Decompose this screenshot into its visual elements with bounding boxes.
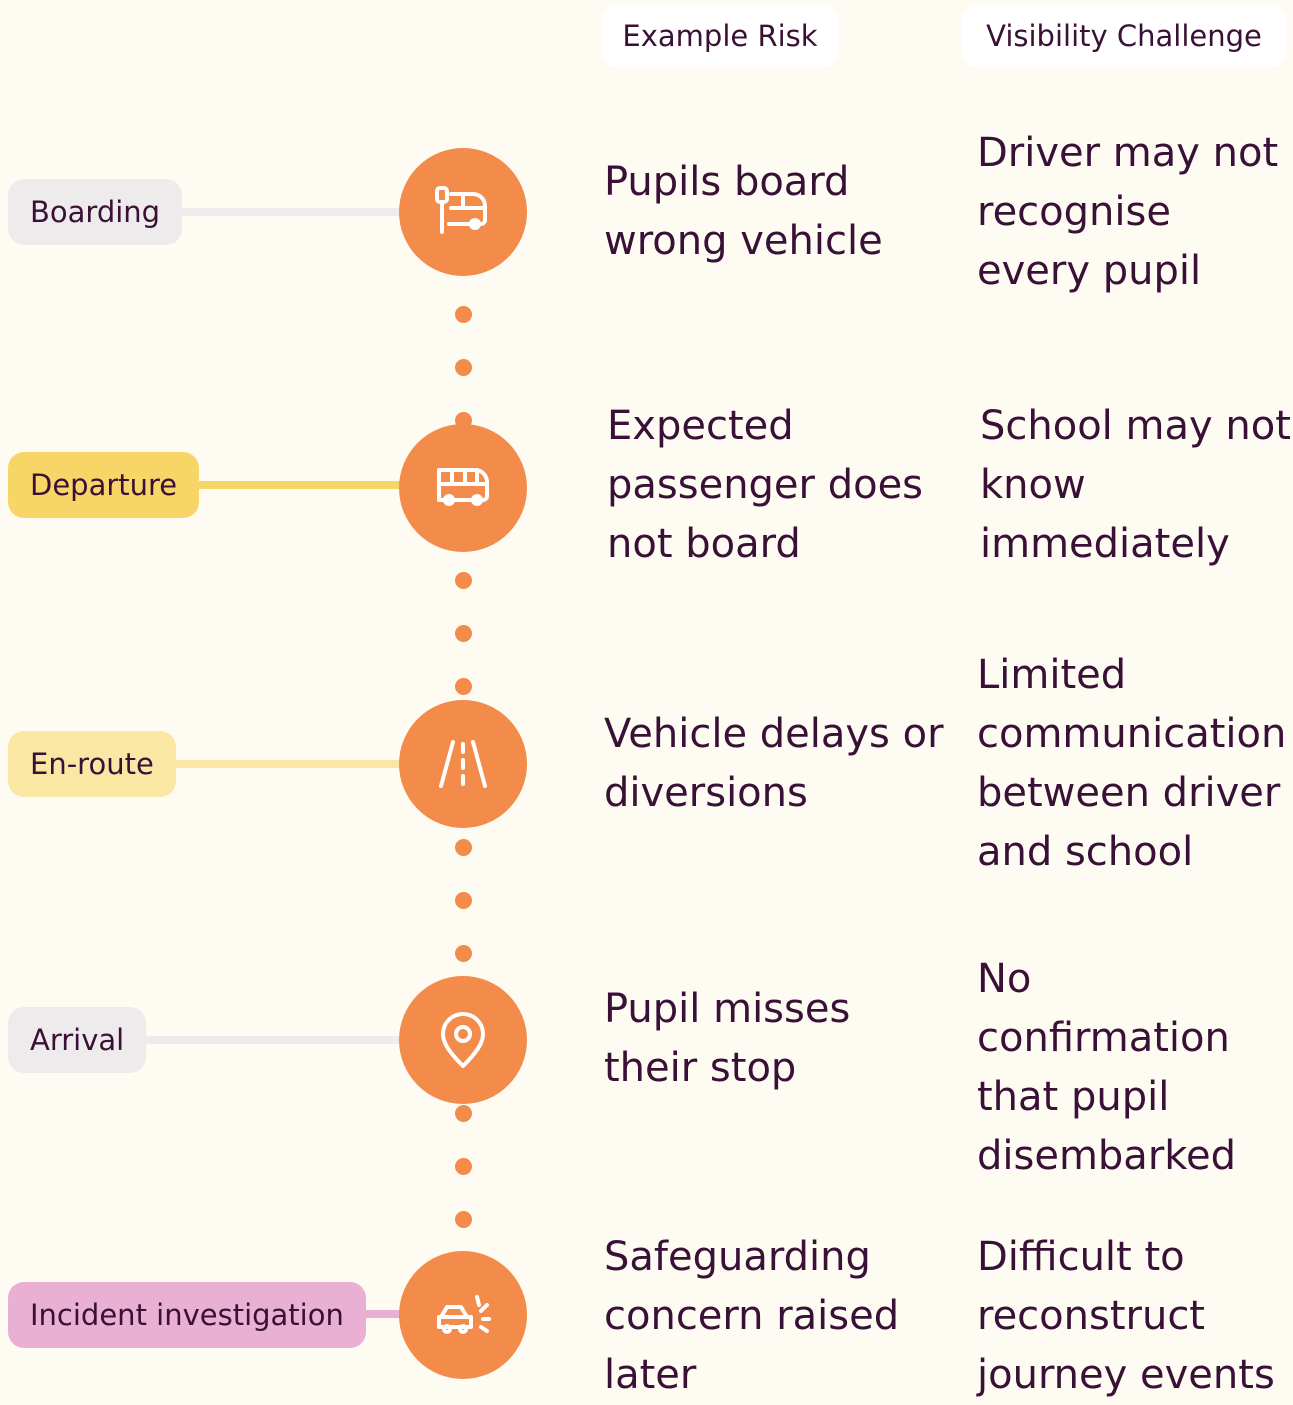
stage-pill-incident-investigation: Incident investigation: [8, 1282, 366, 1348]
challenge-boarding: Driver may not recognise every pupil: [977, 130, 1279, 294]
bus-stop-icon: [435, 186, 487, 234]
stage-pill-en-route: En-route: [8, 731, 176, 797]
car-crash-icon: [437, 1295, 491, 1334]
incident-node: [399, 1251, 527, 1379]
timeline-dot: [455, 1105, 472, 1122]
challenge-arrival: No confirmation that pupil disembarked: [977, 956, 1237, 1179]
road-icon: [439, 740, 487, 788]
risk-arrival: Pupil misses their stop: [604, 986, 851, 1091]
risk-incident: Safeguarding concern raised later: [604, 1234, 900, 1398]
timeline-dot: [455, 359, 472, 376]
example-risk-header: Example Risk: [601, 5, 839, 67]
risk-en-route: Vehicle delays or diversions: [604, 711, 944, 816]
stage-pill-boarding: Boarding: [8, 179, 183, 245]
arrival-node: [399, 976, 527, 1104]
timeline-dot: [455, 306, 472, 323]
connector-en-route: [175, 760, 405, 768]
timeline-dot: [455, 945, 472, 962]
connector-departure: [195, 481, 405, 489]
visibility-challenge-header: Visibility Challenge: [961, 5, 1287, 67]
connector-arrival: [145, 1036, 405, 1044]
connector-incident: [358, 1310, 405, 1318]
timeline-dot: [455, 1158, 472, 1175]
timeline-dot: [455, 678, 472, 695]
timeline-dot: [455, 892, 472, 909]
risk-boarding: Pupils board wrong vehicle: [604, 159, 883, 264]
timeline-dot: [455, 572, 472, 589]
stage-pill-arrival: Arrival: [8, 1007, 147, 1073]
en-route-node: [399, 700, 527, 828]
departure-node: [399, 424, 527, 552]
challenge-en-route: Limited communication between driver and…: [977, 652, 1287, 875]
challenge-incident: Difficult to reconstruct journey events: [977, 1234, 1275, 1398]
map-pin-icon: [441, 1012, 485, 1068]
connector-boarding: [180, 208, 405, 216]
challenge-departure: School may not know immediately: [980, 403, 1291, 567]
bus-icon: [437, 468, 489, 506]
boarding-node: [399, 148, 527, 276]
timeline-dot: [455, 1211, 472, 1228]
timeline-dot: [455, 839, 472, 856]
timeline-dot: [455, 625, 472, 642]
risk-departure: Expected passenger does not board: [607, 403, 924, 567]
stage-pill-departure: Departure: [8, 452, 200, 518]
